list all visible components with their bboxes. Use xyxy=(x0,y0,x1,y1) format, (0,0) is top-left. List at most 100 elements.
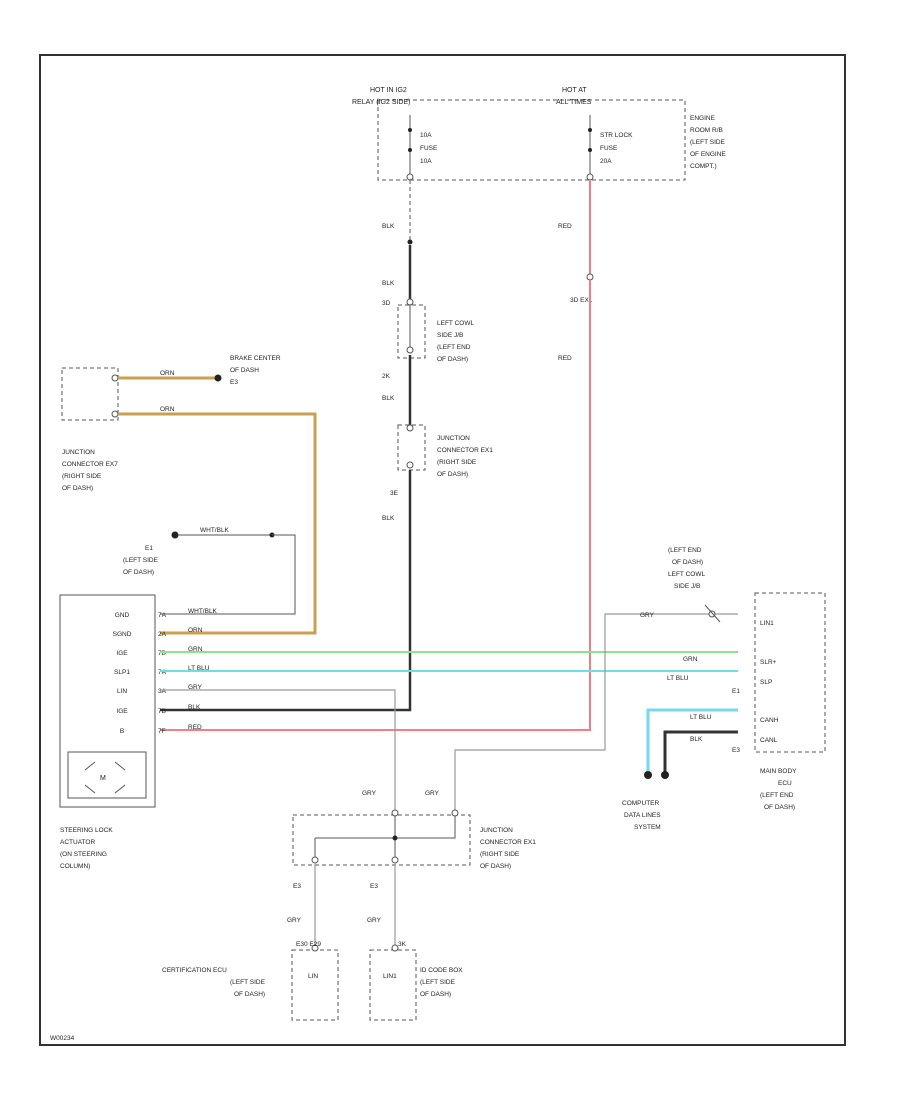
left-end-label-3: LEFT COWL xyxy=(668,571,705,578)
canh-wire xyxy=(646,708,738,772)
brake-center-label-3: E3 xyxy=(230,379,238,386)
conn-2k-label-a: 2K xyxy=(382,373,391,380)
jc-ex7-label-4: OF DASH) xyxy=(62,485,93,492)
jc-ex1-pin-top xyxy=(406,424,414,432)
jc-ex1-label-1: JUNCTION xyxy=(437,435,470,442)
orn-label-1: ORN xyxy=(160,370,175,377)
actuator-wire-color-label: GRN xyxy=(188,646,203,653)
actuator-wire-color-label: GRY xyxy=(188,684,203,691)
brake-center-ground xyxy=(214,374,222,382)
ex7-pin-bottom xyxy=(111,410,119,418)
actuator-pin-label: SGND xyxy=(113,631,132,638)
orn-label-2: ORN xyxy=(160,406,175,413)
fuse-right-label-3: 20A xyxy=(600,158,612,165)
actuator-pin-number: 3A xyxy=(158,688,167,695)
main-body-label-4: OF DASH) xyxy=(764,804,795,811)
orn-wire-to-actuator xyxy=(118,412,317,635)
actuator-pin-label: IGE xyxy=(116,708,128,715)
cert-label-3: OF DASH) xyxy=(234,991,265,998)
jc-ex7-label-1: JUNCTION xyxy=(62,449,95,456)
canh-terminal xyxy=(644,771,652,779)
hot-at-label: HOT AT xyxy=(562,87,587,94)
steering-lock-actuator-box xyxy=(59,594,156,808)
engine-room-label-1: ENGINE xyxy=(690,115,716,122)
computer-data-label-1: COMPUTER xyxy=(622,800,660,807)
idbox-label-2: (LEFT SIDE xyxy=(420,979,456,986)
fuse-right-label-2: FUSE xyxy=(600,145,618,152)
engine-room-label-3: (LEFT SIDE xyxy=(690,139,726,146)
ex1b-pin-bottom-left xyxy=(311,856,319,864)
fuse-right-pin xyxy=(586,173,594,181)
engine-room-label-5: COMPT.) xyxy=(690,163,717,170)
junction-ex1-box-top xyxy=(397,424,426,471)
lt-blu-right-label: LT BLU xyxy=(667,675,689,682)
cert-label-1: CERTIFICATION ECU xyxy=(162,967,227,974)
conn-3d-e-label: 3D EX1 xyxy=(570,297,593,304)
actuator-pin-number: 7A xyxy=(158,669,167,676)
diagram-frame xyxy=(39,54,846,1046)
junction-ex1-box-bottom xyxy=(292,814,471,866)
jb-right-pin xyxy=(708,610,716,618)
steer-label-3: (ON STEERING xyxy=(60,851,107,858)
engine-room-label-2: ROOM R/B xyxy=(690,127,723,134)
main-body-label-1: MAIN BODY xyxy=(760,768,797,775)
actuator-pin-label: GND xyxy=(115,612,130,619)
steer-label-1: STEERING LOCK xyxy=(60,827,113,834)
jc-ex1-label-3: (RIGHT SIDE xyxy=(437,459,477,466)
idbox-pin-label: LIN1 xyxy=(383,973,397,980)
junction-ex7-box xyxy=(61,367,119,421)
steer-label-2: ACTUATOR xyxy=(60,839,95,846)
main-body-label-2: ECU xyxy=(778,780,792,787)
jc-ex1b-label-2: CONNECTOR EX1 xyxy=(480,839,536,846)
id-code-box xyxy=(369,949,417,1021)
left-end-label-1: (LEFT END xyxy=(668,547,702,554)
jc-ex1b-label-1: JUNCTION xyxy=(480,827,513,834)
engine-room-rb-box xyxy=(377,99,686,181)
lt-blu-right-label-2: LT BLU xyxy=(690,714,712,721)
gry-label-a: GRY xyxy=(362,790,377,797)
actuator-pin-label: SLP1 xyxy=(114,669,130,676)
canl-wire xyxy=(663,730,738,772)
blk-label-2: BLK xyxy=(382,280,395,287)
gry-right-label: GRY xyxy=(640,612,655,619)
wht-blk-top-label: WHT/BLK xyxy=(200,527,230,534)
jc-ex1-pin-bottom xyxy=(406,461,414,469)
blk-right-label: BLK xyxy=(690,736,703,743)
all-times-label: ALL TIMES xyxy=(556,99,592,106)
jc-ex1-label-4: OF DASH) xyxy=(437,471,468,478)
canl-terminal xyxy=(661,771,669,779)
ecu-pin-label: SLP xyxy=(760,679,772,686)
actuator-wire-color-label: WHT/BLK xyxy=(188,608,218,615)
jb-right-break xyxy=(704,604,721,623)
idbox-pin xyxy=(391,944,399,952)
left-cowl-jb-box xyxy=(397,304,426,359)
ex1b-pin-top-left xyxy=(391,809,399,817)
red-label-1: RED xyxy=(558,223,572,230)
ex7-pin-top xyxy=(111,374,119,382)
fuse-left-label-3: 10A xyxy=(420,158,432,165)
engine-room-label-4: OF ENGINE xyxy=(690,151,726,158)
e1-label-2: (LEFT SIDE xyxy=(123,557,159,564)
blk-label-4: BLK xyxy=(382,515,395,522)
left-end-label-2: OF DASH) xyxy=(672,559,703,566)
cert-pin xyxy=(311,944,319,952)
jc-ex1b-label-4: OF DASH) xyxy=(480,863,511,870)
fuse-left-pin xyxy=(406,173,414,181)
ecu-pin-label: LIN1 xyxy=(760,620,774,627)
ex1b-pin-bottom-right xyxy=(391,856,399,864)
footer-code: W00234 xyxy=(50,1035,75,1042)
computer-data-label-2: DATA LINES xyxy=(624,812,661,819)
jc-ex1b-label-3: (RIGHT SIDE xyxy=(480,851,520,858)
jb-label-3: (LEFT END xyxy=(437,344,471,351)
main-body-ecu-box xyxy=(754,592,826,753)
fuse-left-label-2: FUSE xyxy=(420,145,438,152)
actuator-pin-number: 7A xyxy=(158,612,167,619)
gry-wire-lin1 xyxy=(454,613,738,810)
gry-wire-slp1 xyxy=(160,689,396,810)
jb-label-4: OF DASH) xyxy=(437,356,468,363)
gry-label-c: GRY xyxy=(287,917,302,924)
actuator-pin-number: 2A xyxy=(158,631,167,638)
